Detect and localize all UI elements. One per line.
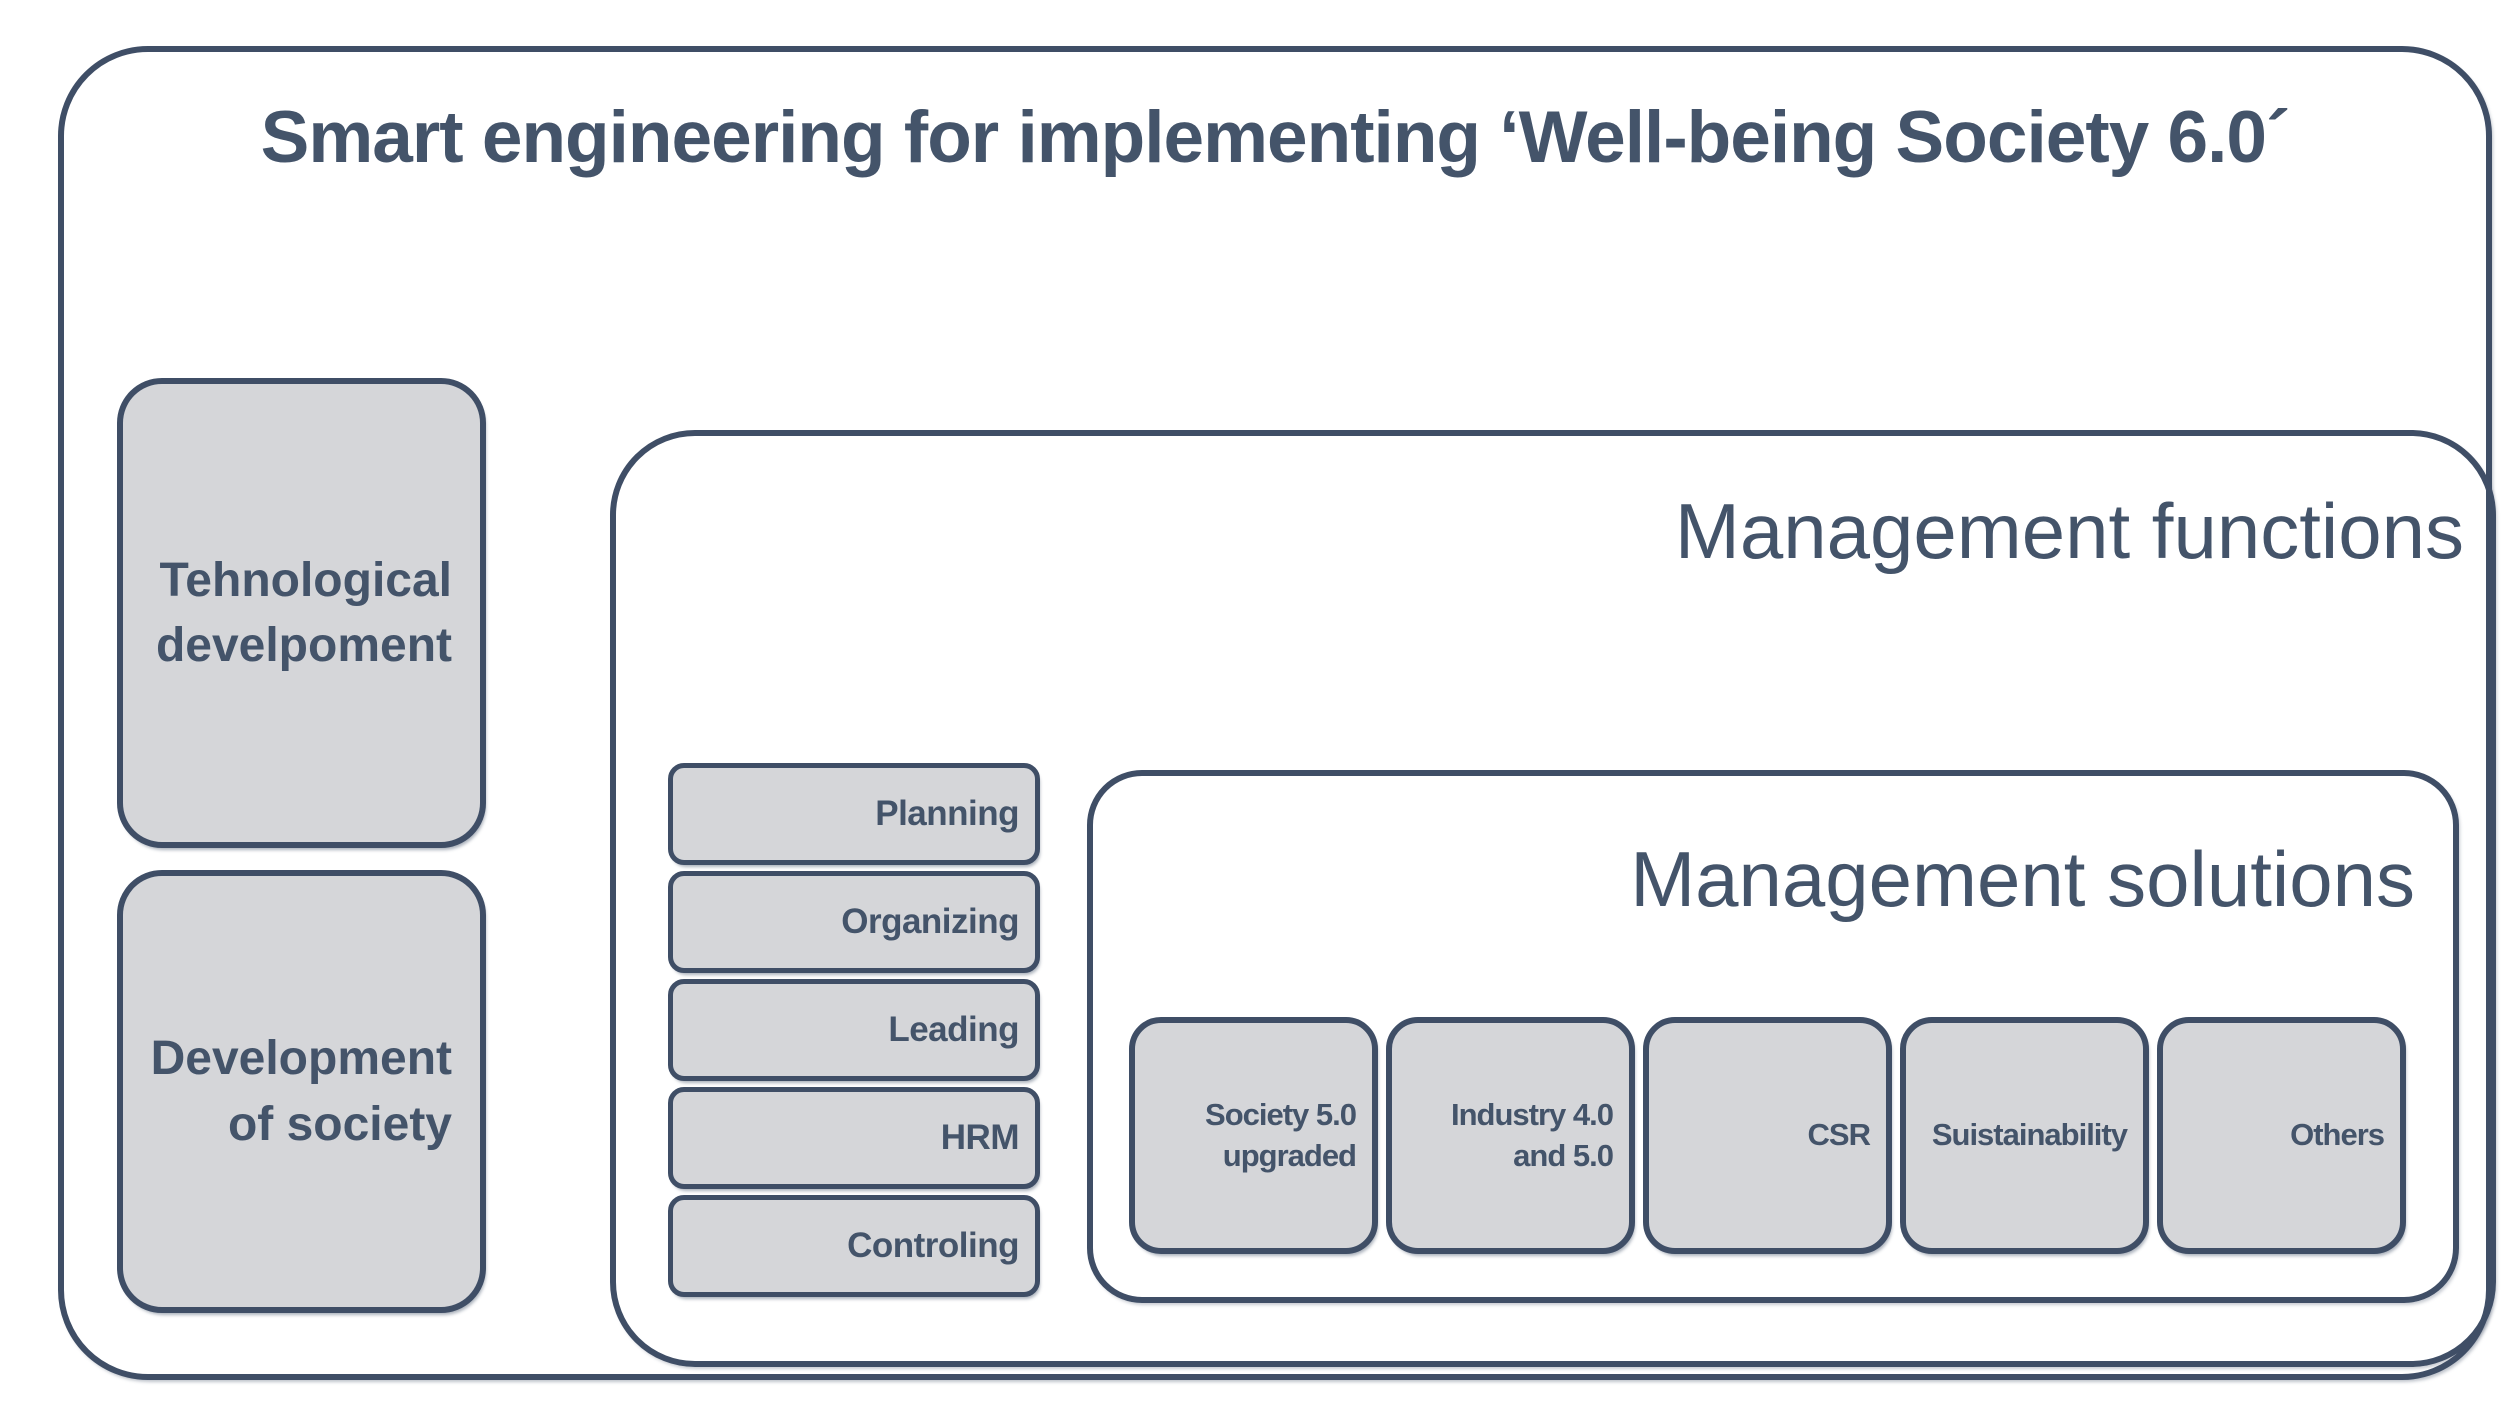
development-of-society-label: Development of society	[150, 1032, 452, 1151]
solution-label: Society 5.0 upgraded	[1205, 1097, 1357, 1173]
management-solutions-heading: Management solutions	[1630, 835, 2415, 923]
function-label: HRM	[940, 1118, 1020, 1157]
solution-box-csr: CSR	[1643, 1017, 1892, 1254]
function-box-planning: Planning	[668, 763, 1040, 865]
solution-label: Others	[2290, 1117, 2385, 1153]
management-functions-heading: Management functions	[1674, 487, 2464, 575]
solution-label: Industry 4.0 and 5.0	[1451, 1097, 1614, 1173]
management-solutions-container: Management solutions Society 5.0 upgrade…	[1087, 770, 2459, 1303]
diagram-title: Smart engineering for implementing ‘Well…	[260, 97, 2291, 178]
solution-label: Suistainability	[1931, 1117, 2128, 1153]
function-label: Controling	[847, 1226, 1019, 1265]
function-label: Organizing	[841, 902, 1019, 941]
function-box-leading: Leading	[668, 979, 1040, 1081]
function-box-hrm: HRM	[668, 1087, 1040, 1189]
function-label: Planning	[875, 794, 1019, 833]
solution-box-others: Others	[2157, 1017, 2406, 1254]
management-functions-container: Management functions Planning Organizing…	[610, 430, 2496, 1367]
solution-box-society-50-upgraded: Society 5.0 upgraded	[1129, 1017, 1378, 1254]
function-box-controling: Controling	[668, 1195, 1040, 1297]
technological-development-box: Tehnological develpoment	[117, 378, 486, 848]
technological-development-label: Tehnological develpoment	[155, 553, 452, 672]
function-box-organizing: Organizing	[668, 871, 1040, 973]
solution-box-suistainability: Suistainability	[1900, 1017, 2149, 1254]
solution-label: CSR	[1807, 1117, 1871, 1153]
function-label: Leading	[888, 1010, 1019, 1049]
development-of-society-box: Development of society	[117, 870, 486, 1313]
solution-box-industry-40-50: Industry 4.0 and 5.0	[1386, 1017, 1635, 1254]
